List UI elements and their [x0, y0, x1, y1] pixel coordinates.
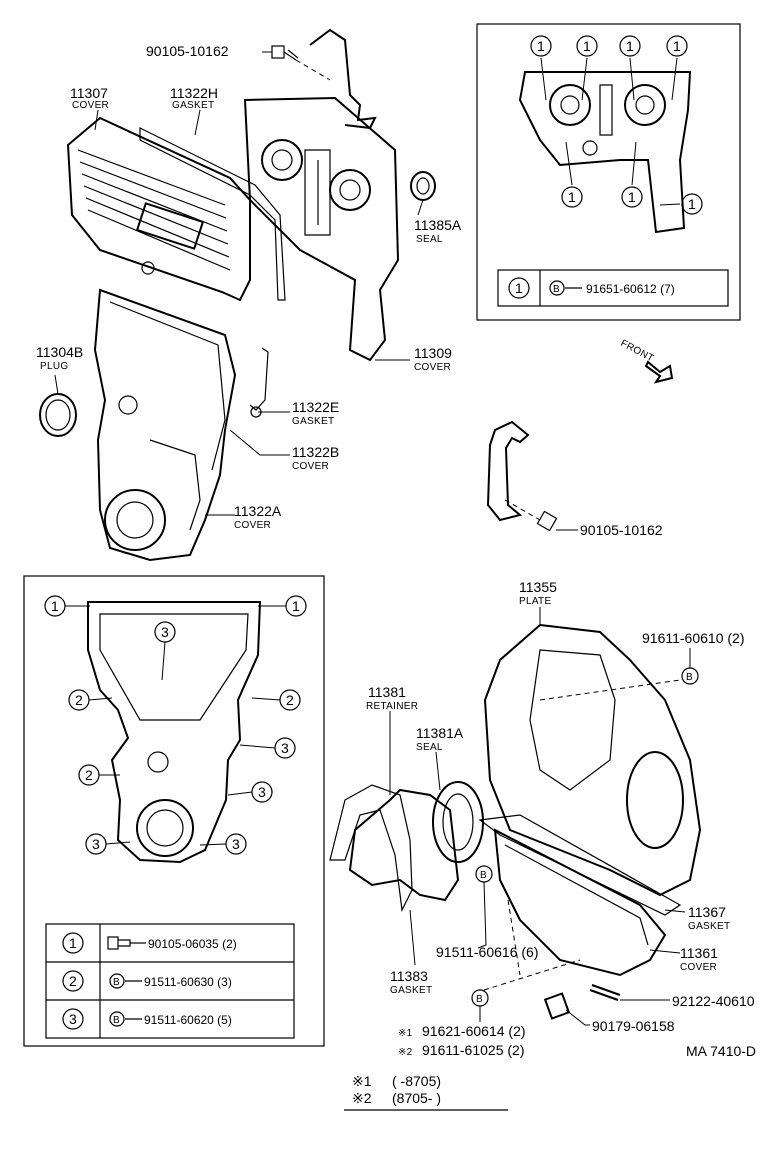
label-11361-no: 11361 — [680, 945, 718, 961]
inset-bottom-callout-2c: 2 — [85, 767, 93, 783]
label-bolt-91611-61025: 91611-61025 (2) — [422, 1042, 524, 1058]
label-11322a-no: 11322A — [234, 503, 282, 519]
label-11381-name: RETAINER — [366, 701, 418, 712]
label-drawing-code: MA 7410-D — [686, 1043, 756, 1059]
inset-top-callout-1b: 1 — [583, 38, 591, 54]
inset-top-callout-1c: 1 — [626, 38, 634, 54]
label-bolt-91621: 91621-60614 (2) — [422, 1023, 526, 1039]
inset-bottom: 1 1 3 2 2 3 2 3 3 3 1 2 3 90105-06035 (2… — [23, 575, 325, 1047]
label-11355-name: PLATE — [519, 596, 551, 607]
label-11385a-name: SEAL — [416, 234, 443, 245]
label-11322b-name: COVER — [292, 461, 329, 472]
label-mark-2: ※2 — [398, 1047, 413, 1058]
inset-bottom-table-key-2: 2 — [69, 973, 77, 989]
inset-top-bolt-symbol: B — [553, 284, 560, 295]
footnote-1-range: ( -8705) — [392, 1073, 441, 1089]
inset-bottom-bolt-symbol-2: B — [113, 977, 120, 988]
front-arrow: FRONT — [619, 338, 674, 384]
label-11322h-no: 11322H — [170, 85, 218, 101]
upper-cover-11307 — [66, 116, 251, 302]
inset-top-callout-1e: 1 — [568, 189, 576, 205]
label-11322b-no: 11322B — [292, 444, 339, 460]
label-11367-no: 11367 — [688, 904, 726, 920]
inset-top: 1 1 1 1 1 1 1 1 B 91651-60612 (7) — [476, 23, 741, 321]
bolt-icon — [107, 936, 131, 950]
inset-top-callout-1g: 1 — [688, 196, 696, 212]
inset-bottom-callout-3d: 3 — [92, 836, 100, 852]
inset-bottom-callout-1a: 1 — [51, 598, 59, 614]
label-11322e-name: GASKET — [292, 416, 334, 427]
bolt-top-icon — [271, 45, 331, 81]
inset-top-table-part: 91651-60612 (7) — [586, 282, 675, 296]
rear-plate-assembly: B B B — [329, 623, 702, 1020]
nut-icon — [543, 992, 571, 1020]
label-11381a-no: 11381A — [416, 725, 464, 741]
label-11322e-no: 11322E — [292, 399, 339, 415]
inset-bottom-table-key-1: 1 — [69, 935, 77, 951]
seal-11385a — [410, 171, 436, 201]
inset-bottom-table-part-1: 90105-06035 (2) — [148, 937, 237, 951]
cover-11361 — [493, 828, 667, 977]
inset-top-callout-1a: 1 — [537, 38, 545, 54]
inset-bottom-callouts: 1 1 3 2 2 3 2 3 3 3 — [44, 595, 307, 855]
label-11309-no: 11309 — [414, 345, 452, 361]
inset-top-table-key: 1 — [515, 280, 523, 296]
label-bolt-90105-mid: 90105-10162 — [580, 522, 663, 538]
bolt-symbol-91621: B — [476, 994, 483, 1005]
label-11385a-no: 11385A — [414, 217, 462, 233]
label-mark-1: ※1 — [398, 1028, 413, 1039]
plate-11355 — [483, 623, 702, 897]
inset-bottom-callout-3e: 3 — [232, 836, 240, 852]
label-11322a-name: COVER — [234, 520, 271, 531]
label-bolt-91611-60610: 91611-60610 (2) — [642, 630, 744, 646]
stud-icon — [589, 984, 621, 1001]
inset-top-callout-1d: 1 — [673, 38, 681, 54]
label-stud-92122: 92122-40610 — [672, 993, 755, 1009]
lower-cover-11322a — [93, 288, 237, 562]
inset-bottom-callout-1b: 1 — [292, 598, 300, 614]
bracket-mid: 90105-10162 — [486, 420, 663, 538]
rear-cover-11309 — [243, 96, 400, 362]
inset-bottom-callout-3b: 3 — [281, 740, 289, 756]
inset-bottom-table-part-3: 91511-60620 (5) — [144, 1013, 232, 1027]
inset-top-callouts: 1 1 1 1 1 1 1 — [530, 35, 703, 215]
front-label: FRONT — [619, 338, 656, 365]
label-11361-name: COVER — [680, 962, 717, 973]
label-bolt-91511-60616: 91511-60616 (6) — [436, 944, 538, 960]
inset-top-callout-1f: 1 — [628, 189, 636, 205]
inset-bottom-callout-3c: 3 — [258, 784, 266, 800]
label-11383-no: 11383 — [390, 968, 428, 984]
inset-bottom-table-part-2: 91511-60630 (3) — [144, 975, 232, 989]
label-11304b-no: 11304B — [36, 344, 83, 360]
label-11355-no: 11355 — [519, 579, 557, 595]
gasket-11383 — [329, 784, 413, 913]
inset-bottom-table-key-3: 3 — [69, 1011, 77, 1027]
gasket-11367 — [478, 814, 682, 916]
label-nut-90179: 90179-06158 — [592, 1018, 675, 1034]
inset-bottom-callout-3a: 3 — [161, 624, 169, 640]
footnote-2-range: (8705- ) — [392, 1090, 441, 1106]
inset-bottom-callout-2b: 2 — [286, 692, 294, 708]
label-11309-name: COVER — [414, 362, 451, 373]
label-11307-no: 11307 — [70, 85, 108, 101]
timing-cover-assembly — [39, 28, 436, 562]
footnote-1-mark: ※1 — [352, 1073, 372, 1089]
inset-bottom-bolt-symbol-3: B — [113, 1015, 120, 1026]
label-11367-name: GASKET — [688, 921, 730, 932]
label-11307-name: COVER — [72, 100, 109, 111]
inset-bottom-callout-2a: 2 — [75, 692, 83, 708]
retainer-11381 — [348, 788, 460, 902]
label-11381a-name: SEAL — [416, 742, 443, 753]
footnote-2-mark: ※2 — [352, 1090, 372, 1106]
label-11304b-name: PLUG — [40, 361, 68, 372]
bolt-symbol-91511: B — [480, 870, 487, 881]
label-11381-no: 11381 — [368, 684, 406, 700]
label-11322h-name: GASKET — [172, 100, 214, 111]
gasket-11322h — [139, 127, 286, 301]
label-bolt-90105-top: 90105-10162 — [146, 43, 229, 59]
label-11383-name: GASKET — [390, 985, 432, 996]
footnotes: ※1 ( -8705) ※2 (8705- ) — [344, 1073, 508, 1111]
bolt-symbol-91611: B — [686, 672, 693, 683]
